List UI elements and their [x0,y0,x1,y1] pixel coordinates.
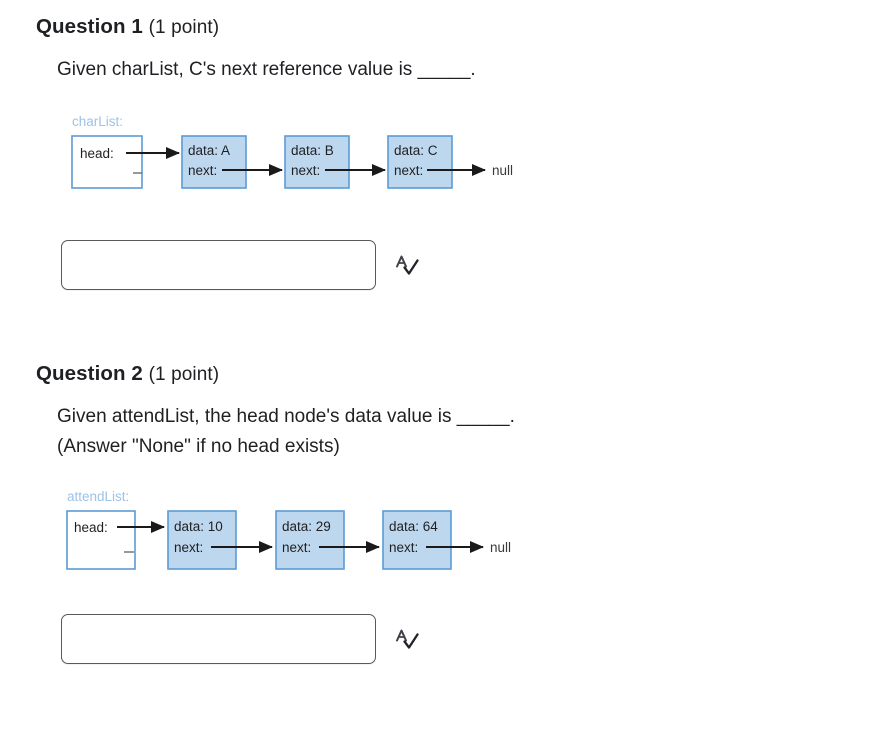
linked-list-diagram-charlist: charList: head: data: A next: data: B ne… [0,109,877,209]
question-2-heading: Question 2 (1 point) [0,347,877,388]
diagram-2-node-2-next: next: [282,540,311,555]
linked-list-diagram-attendlist: attendList: head: data: 10 next: data: 2… [0,484,877,584]
question-1-points: (1 point) [148,17,220,38]
answer-row-1 [0,240,877,290]
diagram-2-head-box [66,510,136,570]
diagram-1-node-2-data: data: B [291,143,334,158]
diagram-1-variable-label: charList: [72,114,123,129]
question-1-prompt: Given charList, C's next reference value… [0,41,817,85]
diagram-2-node-1-box [167,510,237,570]
diagram-1-node-2-next: next: [291,163,320,178]
diagram-2-node-3-data: data: 64 [389,519,438,534]
diagram-2-variable-label: attendList: [67,489,129,504]
diagram-1-node-1-data: data: A [188,143,230,158]
diagram-2-node-2-box [275,510,345,570]
diagram-2-node-1-data: data: 10 [174,519,223,534]
question-2-answer-input[interactable] [61,614,376,664]
diagram-2-node-1-next: next: [174,540,203,555]
question-2-prompt-line-1: Given attendList, the head node's data v… [57,406,515,427]
diagram-1-node-1-next: next: [188,163,217,178]
question-2-title: Question 2 [36,362,143,385]
question-block-2: Question 2 (1 point) Given attendList, t… [0,347,877,664]
answer-row-2 [0,614,877,664]
question-block-1: Question 1 (1 point) Given charList, C's… [0,0,877,290]
spellcheck-icon-1[interactable] [392,250,422,280]
question-1-title: Question 1 [36,15,143,38]
question-2-prompt-line-2: (Answer "None" if no head exists) [57,436,340,457]
diagram-1-node-1-box [181,135,247,189]
question-2-prompt: Given attendList, the head node's data v… [0,388,817,462]
diagram-1-node-3-box [387,135,453,189]
diagram-1-node-2-box [284,135,350,189]
question-2-points: (1 point) [148,364,220,385]
diagram-1-head-box [71,135,143,189]
diagram-1-head-label: head: [80,146,114,161]
diagram-1-node-3-data: data: C [394,143,438,158]
diagram-2-null-label: null [490,540,511,555]
question-1-heading: Question 1 (1 point) [0,0,877,41]
diagram-2-node-2-data: data: 29 [282,519,331,534]
diagram-1-node-3-next: next: [394,163,423,178]
diagram-2-node-3-next: next: [389,540,418,555]
question-1-answer-input[interactable] [61,240,376,290]
spellcheck-icon-2[interactable] [392,624,422,654]
question-1-prompt-line-1: Given charList, C's next reference value… [57,59,476,80]
diagram-2-node-3-box [382,510,452,570]
diagram-2-head-label: head: [74,520,108,535]
diagram-1-null-label: null [492,163,513,178]
